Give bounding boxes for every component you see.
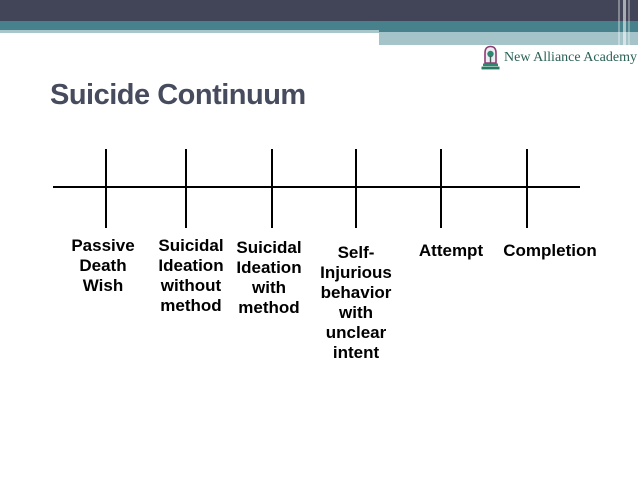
header-teal-bar — [0, 21, 638, 30]
header-teal-bar-right — [379, 30, 638, 32]
arched-doorway-icon — [481, 45, 500, 70]
axis-tick — [271, 149, 273, 228]
axis-tick — [105, 149, 107, 228]
logo-text: New Alliance Academy — [504, 49, 637, 65]
stage-label-self-injurious-behavior: Self- Injurious behavior with unclear in… — [320, 243, 392, 362]
stage-label-passive-death-wish: Passive Death Wish — [71, 236, 135, 295]
stage-label-attempt: Attempt — [418, 241, 484, 260]
axis-tick — [355, 149, 357, 228]
header-light-teal-bar-left — [0, 30, 379, 33]
header-accent-stripe — [623, 0, 626, 45]
stage-label-suicidal-ideation-without-method: Suicidal Ideation without method — [158, 236, 224, 315]
header-light-teal-bar-right — [379, 32, 638, 45]
stage-label-suicidal-ideation-with-method: Suicidal Ideation with method — [236, 238, 302, 317]
stage-label-completion: Completion — [503, 241, 597, 260]
axis-tick — [526, 149, 528, 228]
axis-tick — [440, 149, 442, 228]
page-title: Suicide Continuum — [50, 79, 306, 111]
header-accent-stripe — [618, 0, 620, 45]
header-accent-stripe — [628, 0, 630, 45]
continuum-axis-line — [53, 186, 580, 188]
header-dark-bar — [0, 0, 638, 21]
axis-tick — [185, 149, 187, 228]
logo: New Alliance Academy — [481, 44, 637, 71]
